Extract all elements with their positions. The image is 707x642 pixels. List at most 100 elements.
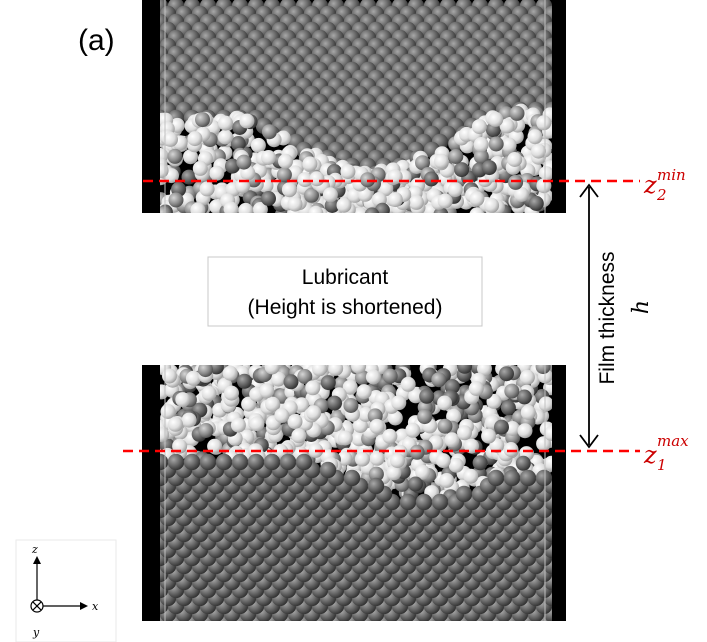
atom <box>382 428 398 444</box>
atom <box>544 455 552 471</box>
atom <box>503 469 521 487</box>
atom <box>223 201 239 213</box>
atom <box>487 469 505 487</box>
atom <box>183 149 198 165</box>
atom <box>399 493 417 511</box>
atom <box>457 365 473 374</box>
atom <box>515 455 531 471</box>
atom <box>469 191 485 207</box>
atom <box>312 365 327 377</box>
atom <box>195 112 210 128</box>
atom <box>528 195 544 211</box>
atom <box>408 388 424 404</box>
atom <box>250 137 266 153</box>
atom <box>408 476 423 492</box>
atom <box>473 137 489 152</box>
atom <box>295 453 313 471</box>
atom <box>281 182 297 198</box>
x-axis-label: x <box>92 600 99 613</box>
atom <box>306 405 322 421</box>
atom <box>192 160 208 176</box>
atom <box>328 365 344 376</box>
atom <box>225 158 240 174</box>
atom <box>517 423 533 439</box>
atom <box>287 196 303 212</box>
atom <box>538 396 552 412</box>
upper-level-superscript: min <box>657 166 686 184</box>
atom <box>519 369 535 385</box>
atom <box>499 118 515 134</box>
atom <box>337 450 353 466</box>
atom <box>390 453 405 469</box>
atom <box>454 162 470 178</box>
atom <box>365 369 381 385</box>
atom <box>230 417 246 433</box>
atom <box>236 154 252 170</box>
atom <box>544 426 552 441</box>
atom <box>472 455 488 471</box>
upper-level-symbol: z <box>643 171 657 199</box>
atom <box>500 400 516 416</box>
atom <box>320 375 336 391</box>
atom <box>261 191 276 206</box>
y-axis-label: y <box>32 626 40 639</box>
atom <box>305 380 321 396</box>
atom <box>455 485 473 503</box>
atom <box>520 404 536 420</box>
atom <box>473 149 489 165</box>
film-thickness-symbol: h <box>629 300 654 314</box>
atom <box>337 430 353 446</box>
atom <box>163 131 178 147</box>
atom <box>535 365 551 375</box>
atom <box>308 205 324 213</box>
atom <box>239 113 255 129</box>
atom <box>444 432 460 448</box>
atom <box>431 372 447 388</box>
atom <box>354 370 370 386</box>
atom <box>415 464 431 480</box>
atom <box>263 453 281 471</box>
atom <box>494 419 509 435</box>
atom <box>291 428 307 444</box>
atom <box>209 165 225 181</box>
film-thickness-label: Film thickness <box>596 251 619 384</box>
atom <box>514 187 529 202</box>
atom <box>261 124 277 140</box>
axis-indicator: z x y <box>15 539 117 642</box>
atom <box>503 442 519 457</box>
atom <box>222 365 238 381</box>
upper-wall-block <box>142 0 566 213</box>
lubricant-label-box: Lubricant (Height is shortened) <box>207 256 483 327</box>
atom <box>374 202 390 213</box>
atom <box>519 469 537 487</box>
atom <box>409 444 425 460</box>
atom <box>508 174 524 190</box>
atom <box>536 115 552 131</box>
atom <box>378 181 394 197</box>
atom <box>175 392 191 408</box>
atom <box>488 136 504 152</box>
atom <box>527 129 543 145</box>
atom <box>167 453 185 471</box>
atom <box>224 385 239 401</box>
atom <box>387 192 403 208</box>
atom <box>160 206 172 213</box>
lower-level-superscript: max <box>657 432 689 450</box>
atom <box>167 148 183 164</box>
atom <box>457 425 472 441</box>
atom <box>247 453 265 471</box>
atom <box>283 374 299 390</box>
atom <box>302 156 318 172</box>
atom <box>218 115 233 131</box>
atom <box>297 172 313 188</box>
atom <box>509 105 525 121</box>
atom <box>488 111 504 127</box>
atom <box>469 207 485 213</box>
atom <box>448 457 464 473</box>
atom <box>353 208 368 213</box>
atom <box>249 416 265 432</box>
atom <box>405 422 421 438</box>
atom <box>238 202 254 213</box>
atom <box>468 381 484 396</box>
